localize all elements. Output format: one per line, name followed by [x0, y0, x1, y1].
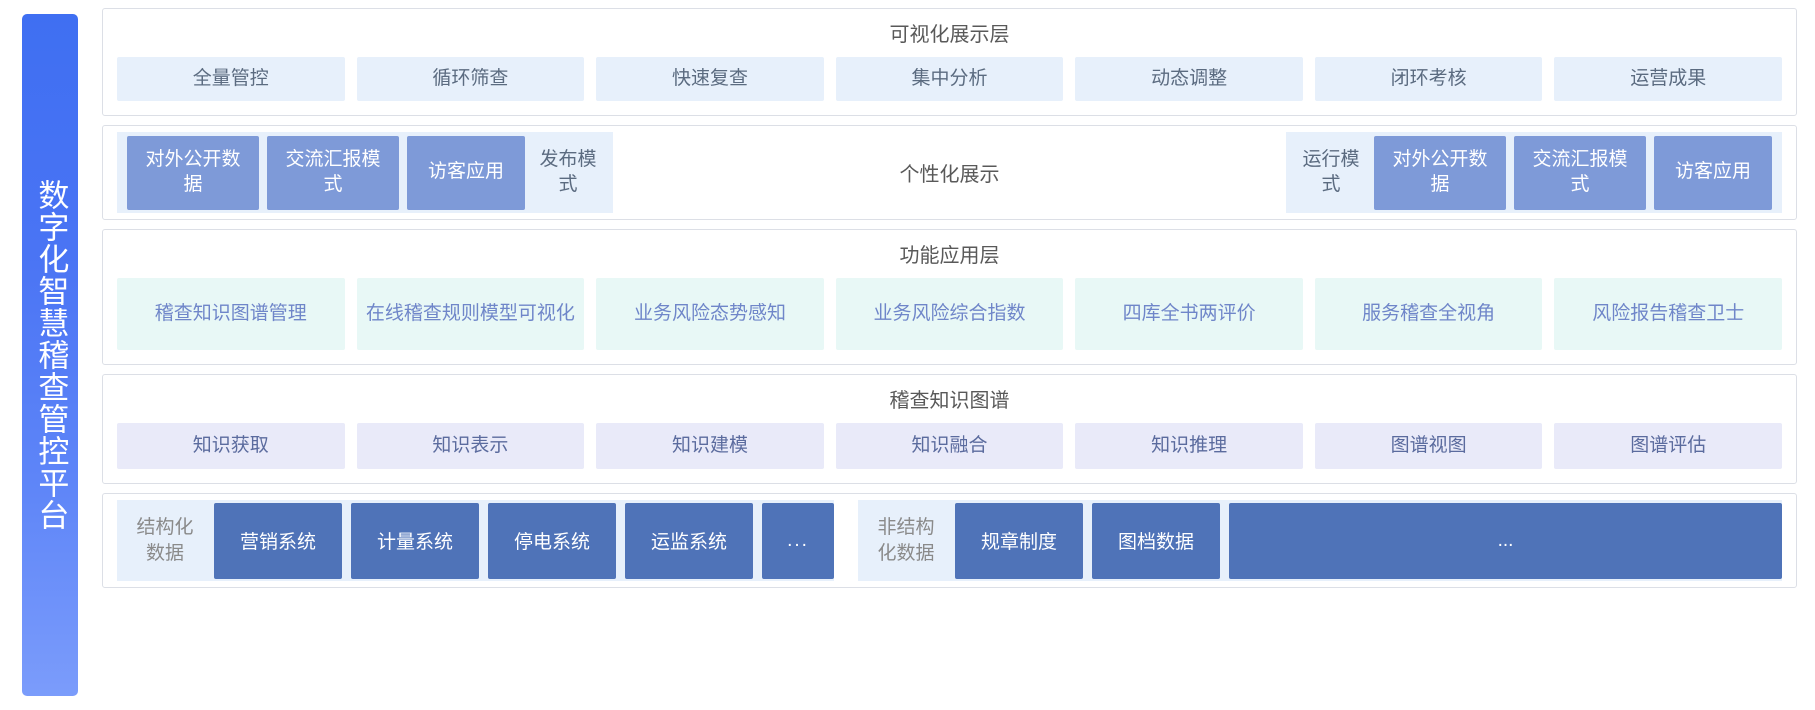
graph-cell-4[interactable]: 知识推理	[1075, 423, 1303, 469]
func-cell-2[interactable]: 业务风险态势感知	[596, 278, 824, 350]
func-cell-5[interactable]: 服务稽查全视角	[1314, 278, 1543, 350]
structured-data-label: 结构化数据	[136, 517, 194, 564]
graph-cell-2[interactable]: 知识建模	[596, 423, 824, 469]
layer-knowledge-graph-cells: 知识获取 知识表示 知识建模 知识融合 知识推理 图谱视图 图谱评估	[103, 423, 1796, 483]
layer-data-source: 结构化数据 营销系统 计量系统 停电系统 运监系统 ... 非结构化数据 规章制…	[102, 493, 1797, 588]
viz-cell-1[interactable]: 循环筛查	[356, 57, 585, 101]
viz-cell-3[interactable]: 集中分析	[835, 57, 1064, 101]
structured-box-operation-monitor[interactable]: 运监系统	[625, 502, 753, 579]
personalized-display-title: 个性化展示	[613, 132, 1286, 213]
layer-functional-title: 功能应用层	[899, 245, 1000, 267]
layer-knowledge-graph: 稽查知识图谱 知识获取 知识表示 知识建模 知识融合 知识推理 图谱视图 图谱评…	[102, 374, 1797, 484]
layer-visualization: 可视化展示层 全量管控 循环筛查 快速复查 集中分析 动态调整 闭环考核 运营成…	[102, 8, 1797, 116]
unstructured-data-label: 非结构化数据	[877, 517, 935, 564]
publish-chip-public-data[interactable]: 对外公开数据	[127, 135, 259, 210]
func-cell-3[interactable]: 业务风险综合指数	[835, 278, 1064, 350]
runtime-chip-visitor-app[interactable]: 访客应用	[1654, 135, 1772, 210]
viz-cell-5[interactable]: 闭环考核	[1314, 57, 1543, 101]
runtime-mode-group: 运行模式 对外公开数据 交流汇报模式 访客应用	[1286, 132, 1782, 213]
platform-title: 数字化智慧稽查管控平台	[33, 179, 69, 531]
structured-box-outage[interactable]: 停电系统	[488, 502, 616, 579]
unstructured-box-more[interactable]: ...	[1229, 502, 1782, 579]
platform-banner: 数字化智慧稽查管控平台	[22, 14, 78, 696]
layer-personalized-display: 对外公开数据 交流汇报模式 访客应用 发布模式 个性化展示 运行模式 对外公开数…	[102, 125, 1797, 220]
func-cell-4[interactable]: 四库全书两评价	[1075, 278, 1303, 350]
graph-cell-5[interactable]: 图谱视图	[1314, 423, 1543, 469]
unstructured-box-regulations[interactable]: 规章制度	[955, 502, 1083, 579]
runtime-chip-report-mode[interactable]: 交流汇报模式	[1514, 135, 1646, 210]
func-cell-0[interactable]: 稽查知识图谱管理	[117, 278, 345, 350]
publish-mode-group: 对外公开数据 交流汇报模式 访客应用 发布模式	[117, 132, 613, 213]
layer-functional-cells: 稽查知识图谱管理 在线稽查规则模型可视化 业务风险态势感知 业务风险综合指数 四…	[103, 278, 1796, 364]
data-source-band: 结构化数据 营销系统 计量系统 停电系统 运监系统 ... 非结构化数据 规章制…	[103, 494, 1796, 587]
structured-box-metering[interactable]: 计量系统	[351, 502, 479, 579]
layer-stack: 可视化展示层 全量管控 循环筛查 快速复查 集中分析 动态调整 闭环考核 运营成…	[78, 8, 1797, 702]
func-cell-1[interactable]: 在线稽查规则模型可视化	[356, 278, 585, 350]
viz-cell-6[interactable]: 运营成果	[1554, 57, 1783, 101]
runtime-mode-label: 运行模式	[1302, 148, 1360, 195]
viz-cell-0[interactable]: 全量管控	[117, 57, 345, 101]
func-cell-6[interactable]: 风险报告稽查卫士	[1554, 278, 1783, 350]
viz-cell-2[interactable]: 快速复查	[596, 57, 824, 101]
graph-cell-3[interactable]: 知识融合	[835, 423, 1064, 469]
runtime-chip-public-data[interactable]: 对外公开数据	[1374, 135, 1506, 210]
structured-data-group: 结构化数据 营销系统 计量系统 停电系统 运监系统 ...	[117, 500, 834, 581]
graph-cell-6[interactable]: 图谱评估	[1554, 423, 1783, 469]
layer-visualization-title: 可视化展示层	[889, 24, 1010, 46]
publish-chip-report-mode[interactable]: 交流汇报模式	[267, 135, 399, 210]
unstructured-box-drawing-archive[interactable]: 图档数据	[1092, 502, 1220, 579]
viz-cell-4[interactable]: 动态调整	[1075, 57, 1303, 101]
layer-knowledge-graph-title: 稽查知识图谱	[889, 390, 1010, 412]
publish-chip-visitor-app[interactable]: 访客应用	[407, 135, 525, 210]
layer-functional-application: 功能应用层 稽查知识图谱管理 在线稽查规则模型可视化 业务风险态势感知 业务风险…	[102, 229, 1797, 365]
structured-box-more[interactable]: ...	[762, 502, 834, 579]
layer-visualization-cells: 全量管控 循环筛查 快速复查 集中分析 动态调整 闭环考核 运营成果	[103, 57, 1796, 115]
graph-cell-1[interactable]: 知识表示	[356, 423, 585, 469]
structured-box-marketing[interactable]: 营销系统	[214, 502, 342, 579]
publish-mode-label: 发布模式	[539, 148, 597, 195]
unstructured-data-group: 非结构化数据 规章制度 图档数据 ...	[858, 500, 1782, 581]
graph-cell-0[interactable]: 知识获取	[117, 423, 345, 469]
personalized-band: 对外公开数据 交流汇报模式 访客应用 发布模式 个性化展示 运行模式 对外公开数…	[103, 126, 1796, 219]
